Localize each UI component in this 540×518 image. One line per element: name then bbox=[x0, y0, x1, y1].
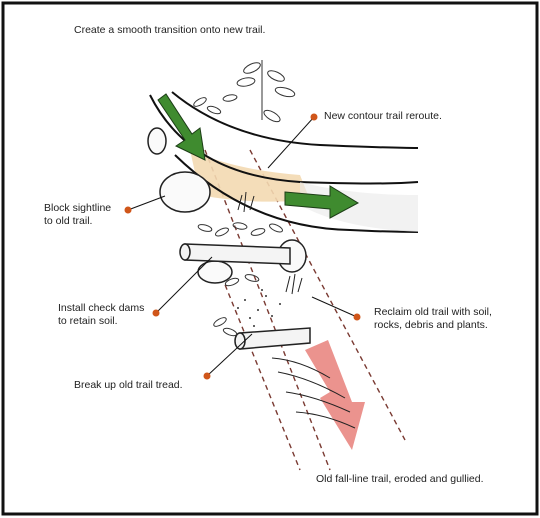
dot-reclaim bbox=[354, 314, 361, 321]
leader-tread bbox=[207, 334, 252, 376]
label-reroute: New contour trail reroute. bbox=[324, 110, 442, 123]
red-arrow bbox=[305, 340, 365, 450]
label-reclaim: Reclaim old trail with soil, rocks, debr… bbox=[374, 306, 492, 332]
label-tread: Break up old trail tread. bbox=[74, 379, 183, 392]
dot-tread bbox=[204, 373, 211, 380]
label-fall-line: Old fall-line trail, eroded and gullied. bbox=[316, 473, 484, 486]
dot-reroute bbox=[311, 114, 318, 121]
leader-sightline bbox=[128, 196, 165, 210]
label-check-dams: Install check dams to retain soil. bbox=[58, 302, 144, 328]
dot-sightline bbox=[125, 207, 132, 214]
green-arrow-down bbox=[158, 94, 205, 160]
soil-dots bbox=[237, 289, 281, 327]
plant-sprig bbox=[236, 60, 295, 124]
leader-check-dams bbox=[156, 257, 212, 313]
check-dam-logs bbox=[180, 244, 310, 349]
leader-reroute bbox=[268, 117, 314, 168]
label-sightline: Block sightline to old trail. bbox=[44, 202, 111, 228]
leader-reclaim bbox=[312, 297, 357, 317]
dot-check-dams bbox=[153, 310, 160, 317]
label-transition: Create a smooth transition onto new trai… bbox=[74, 24, 265, 37]
